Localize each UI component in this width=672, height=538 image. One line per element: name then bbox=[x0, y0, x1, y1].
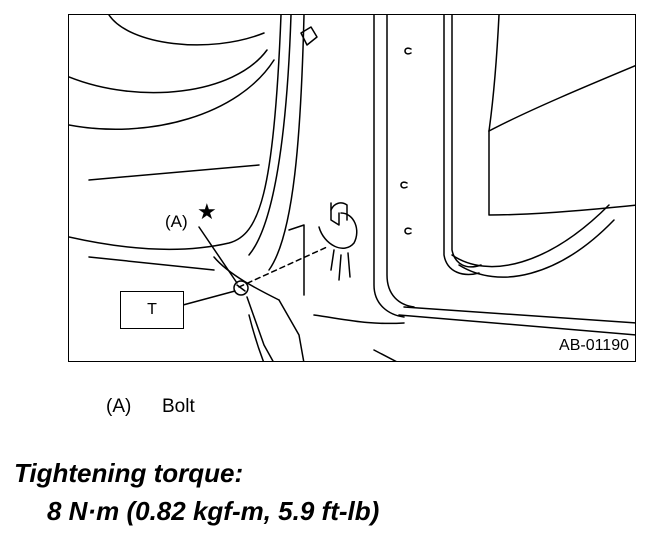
legend-item: (A) Bolt bbox=[106, 396, 195, 418]
torque-title: Tightening torque: bbox=[14, 458, 244, 488]
star-icon: ★ bbox=[197, 199, 217, 224]
legend-key: (A) bbox=[106, 396, 132, 417]
legend-text: Bolt bbox=[162, 396, 195, 417]
torque-mark-box: T bbox=[120, 291, 184, 329]
illustration-frame: (A) ★ T AB-01190 bbox=[68, 14, 636, 362]
figure-code: AB-01190 bbox=[559, 337, 629, 354]
pillar-line-drawing bbox=[69, 15, 635, 361]
torque-value: 8 N·m (0.82 kgf-m, 5.9 ft-lb) bbox=[47, 496, 380, 526]
torque-mark-label: T bbox=[147, 301, 157, 318]
callout-a-label: (A) bbox=[165, 212, 188, 231]
